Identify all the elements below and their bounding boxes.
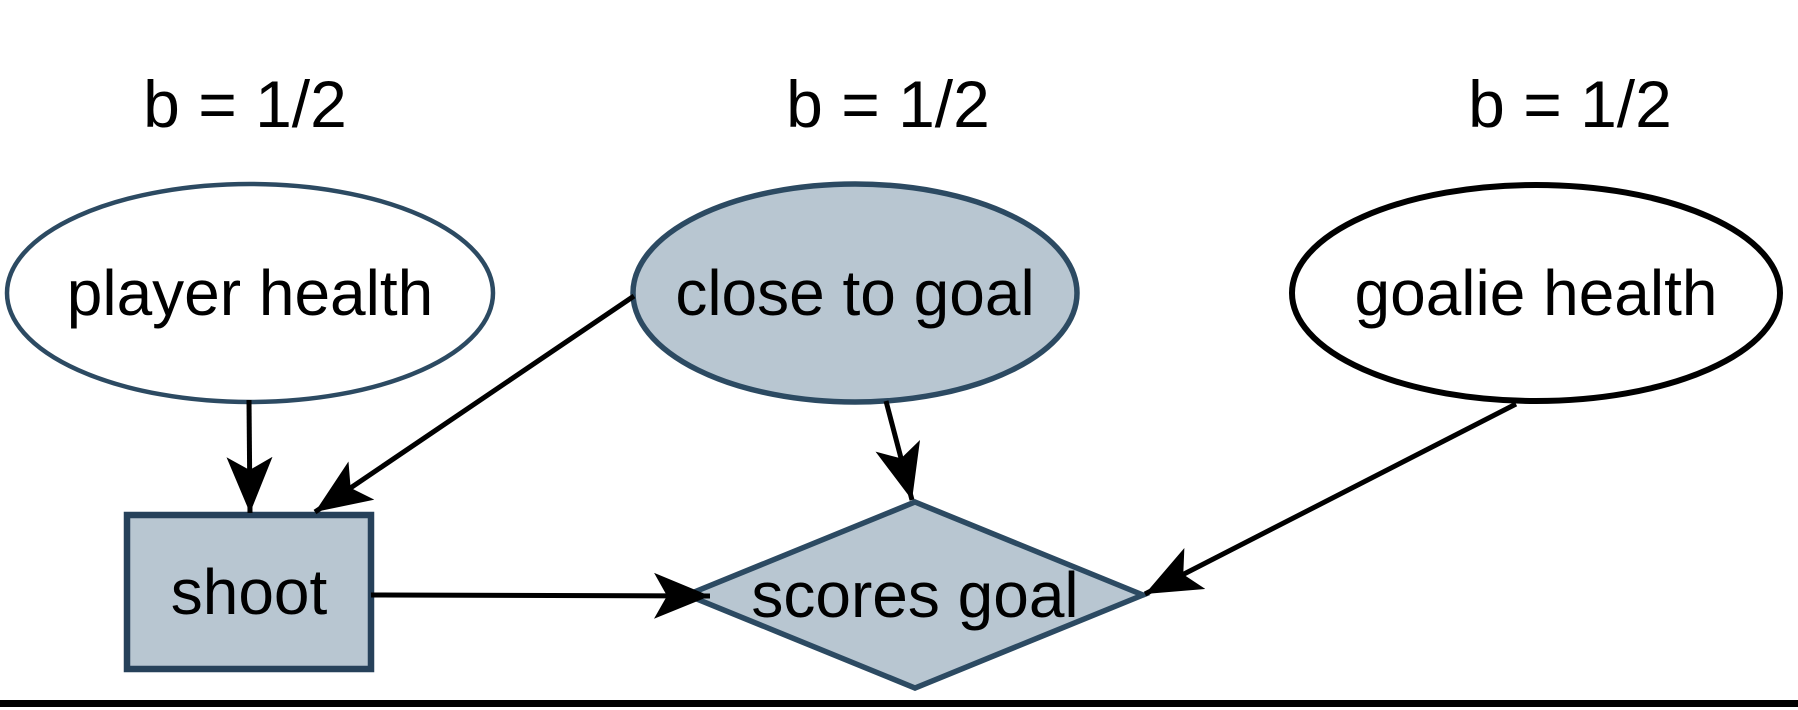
edge-close-to-goal-to-shoot-arrow [313, 293, 636, 515]
node-shoot [123, 511, 375, 673]
edge-layer [226, 293, 1518, 619]
node-layer [4, 181, 1783, 691]
bottom-border-rule [0, 700, 1798, 707]
node-scores-goal [679, 499, 1151, 691]
edge-shoot-to-scores-goal-arrow [370, 572, 711, 619]
node-label-scores-goal: scores goal [751, 559, 1078, 631]
text-layer: player health close to goal goalie health s… [67, 67, 1718, 631]
belief-player-health-label: b = 1/2 [143, 67, 347, 141]
node-label-player-health: player health [67, 257, 433, 329]
edge-close-to-goal-to-scores-goal-arrow [875, 400, 921, 501]
edge-goalie-health-to-scores-goal-arrow [1143, 401, 1518, 597]
node-goalie-health [1289, 182, 1783, 404]
belief-goalie-health-label: b = 1/2 [1468, 67, 1672, 141]
node-label-goalie-health: goalie health [1355, 257, 1718, 329]
node-close-to-goal [630, 181, 1080, 405]
edge-player-health-to-shoot-arrow [226, 399, 273, 514]
belief-close-to-goal-label: b = 1/2 [786, 67, 990, 141]
node-label-close-to-goal: close to goal [675, 257, 1034, 329]
node-label-shoot: shoot [171, 556, 328, 628]
